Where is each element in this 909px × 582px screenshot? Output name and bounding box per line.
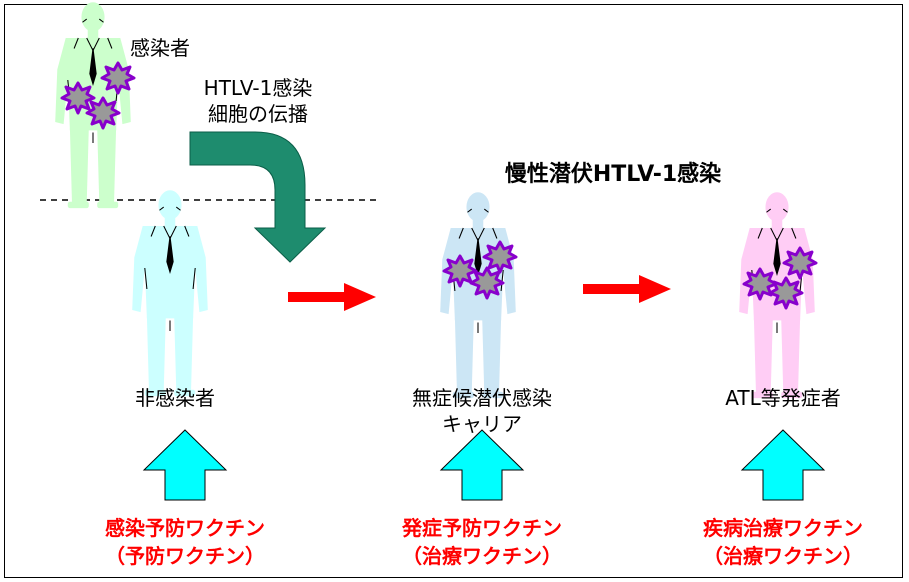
person-silhouette-icon-carrier bbox=[440, 192, 516, 399]
infected-cell-icon bbox=[482, 240, 518, 274]
infected-cell-icon bbox=[469, 266, 505, 300]
carrier-label-line2: キャリア bbox=[442, 412, 522, 436]
carrier-label-line1: 無症候潜伏感染 bbox=[412, 386, 552, 410]
progression-arrow-1 bbox=[288, 283, 376, 311]
vaccine-arrow-2 bbox=[439, 429, 525, 501]
vaccine-2-sublabel: （治療ワクチン） bbox=[402, 544, 562, 568]
infected-cell-icon bbox=[100, 61, 136, 95]
vaccine-2-label: 発症予防ワクチン bbox=[402, 516, 562, 540]
infected-cell-icon bbox=[768, 276, 804, 310]
infected-cell-icon bbox=[782, 246, 818, 280]
vaccine-1-label: 感染予防ワクチン bbox=[105, 516, 265, 540]
vaccine-3-label: 疾病治療ワクチン bbox=[703, 516, 863, 540]
vaccine-3-sublabel: （治療ワクチン） bbox=[703, 544, 863, 568]
transmission-arrow bbox=[189, 131, 327, 263]
person-silhouette-icon-uninfected bbox=[132, 190, 208, 397]
chronic-infection-heading: 慢性潜伏HTLV-1感染 bbox=[504, 162, 722, 187]
vaccine-1-sublabel: （予防ワクチン） bbox=[105, 544, 265, 568]
diagram-frame bbox=[4, 4, 903, 578]
vaccine-arrow-1 bbox=[142, 429, 228, 501]
progression-arrow-2 bbox=[583, 275, 671, 303]
transmission-label-line1: HTLV-1感染 bbox=[203, 76, 313, 100]
atl-patient-label: ATL等発症者 bbox=[725, 386, 841, 410]
uninfected-label: 非感染者 bbox=[135, 386, 215, 410]
vaccine-arrow-3 bbox=[740, 429, 826, 501]
infected-cell-icon bbox=[85, 96, 121, 130]
infected-cell-icon bbox=[60, 81, 96, 115]
transmission-label-line2: 細胞の伝播 bbox=[208, 102, 308, 126]
source-person-label: 感染者 bbox=[130, 36, 190, 60]
